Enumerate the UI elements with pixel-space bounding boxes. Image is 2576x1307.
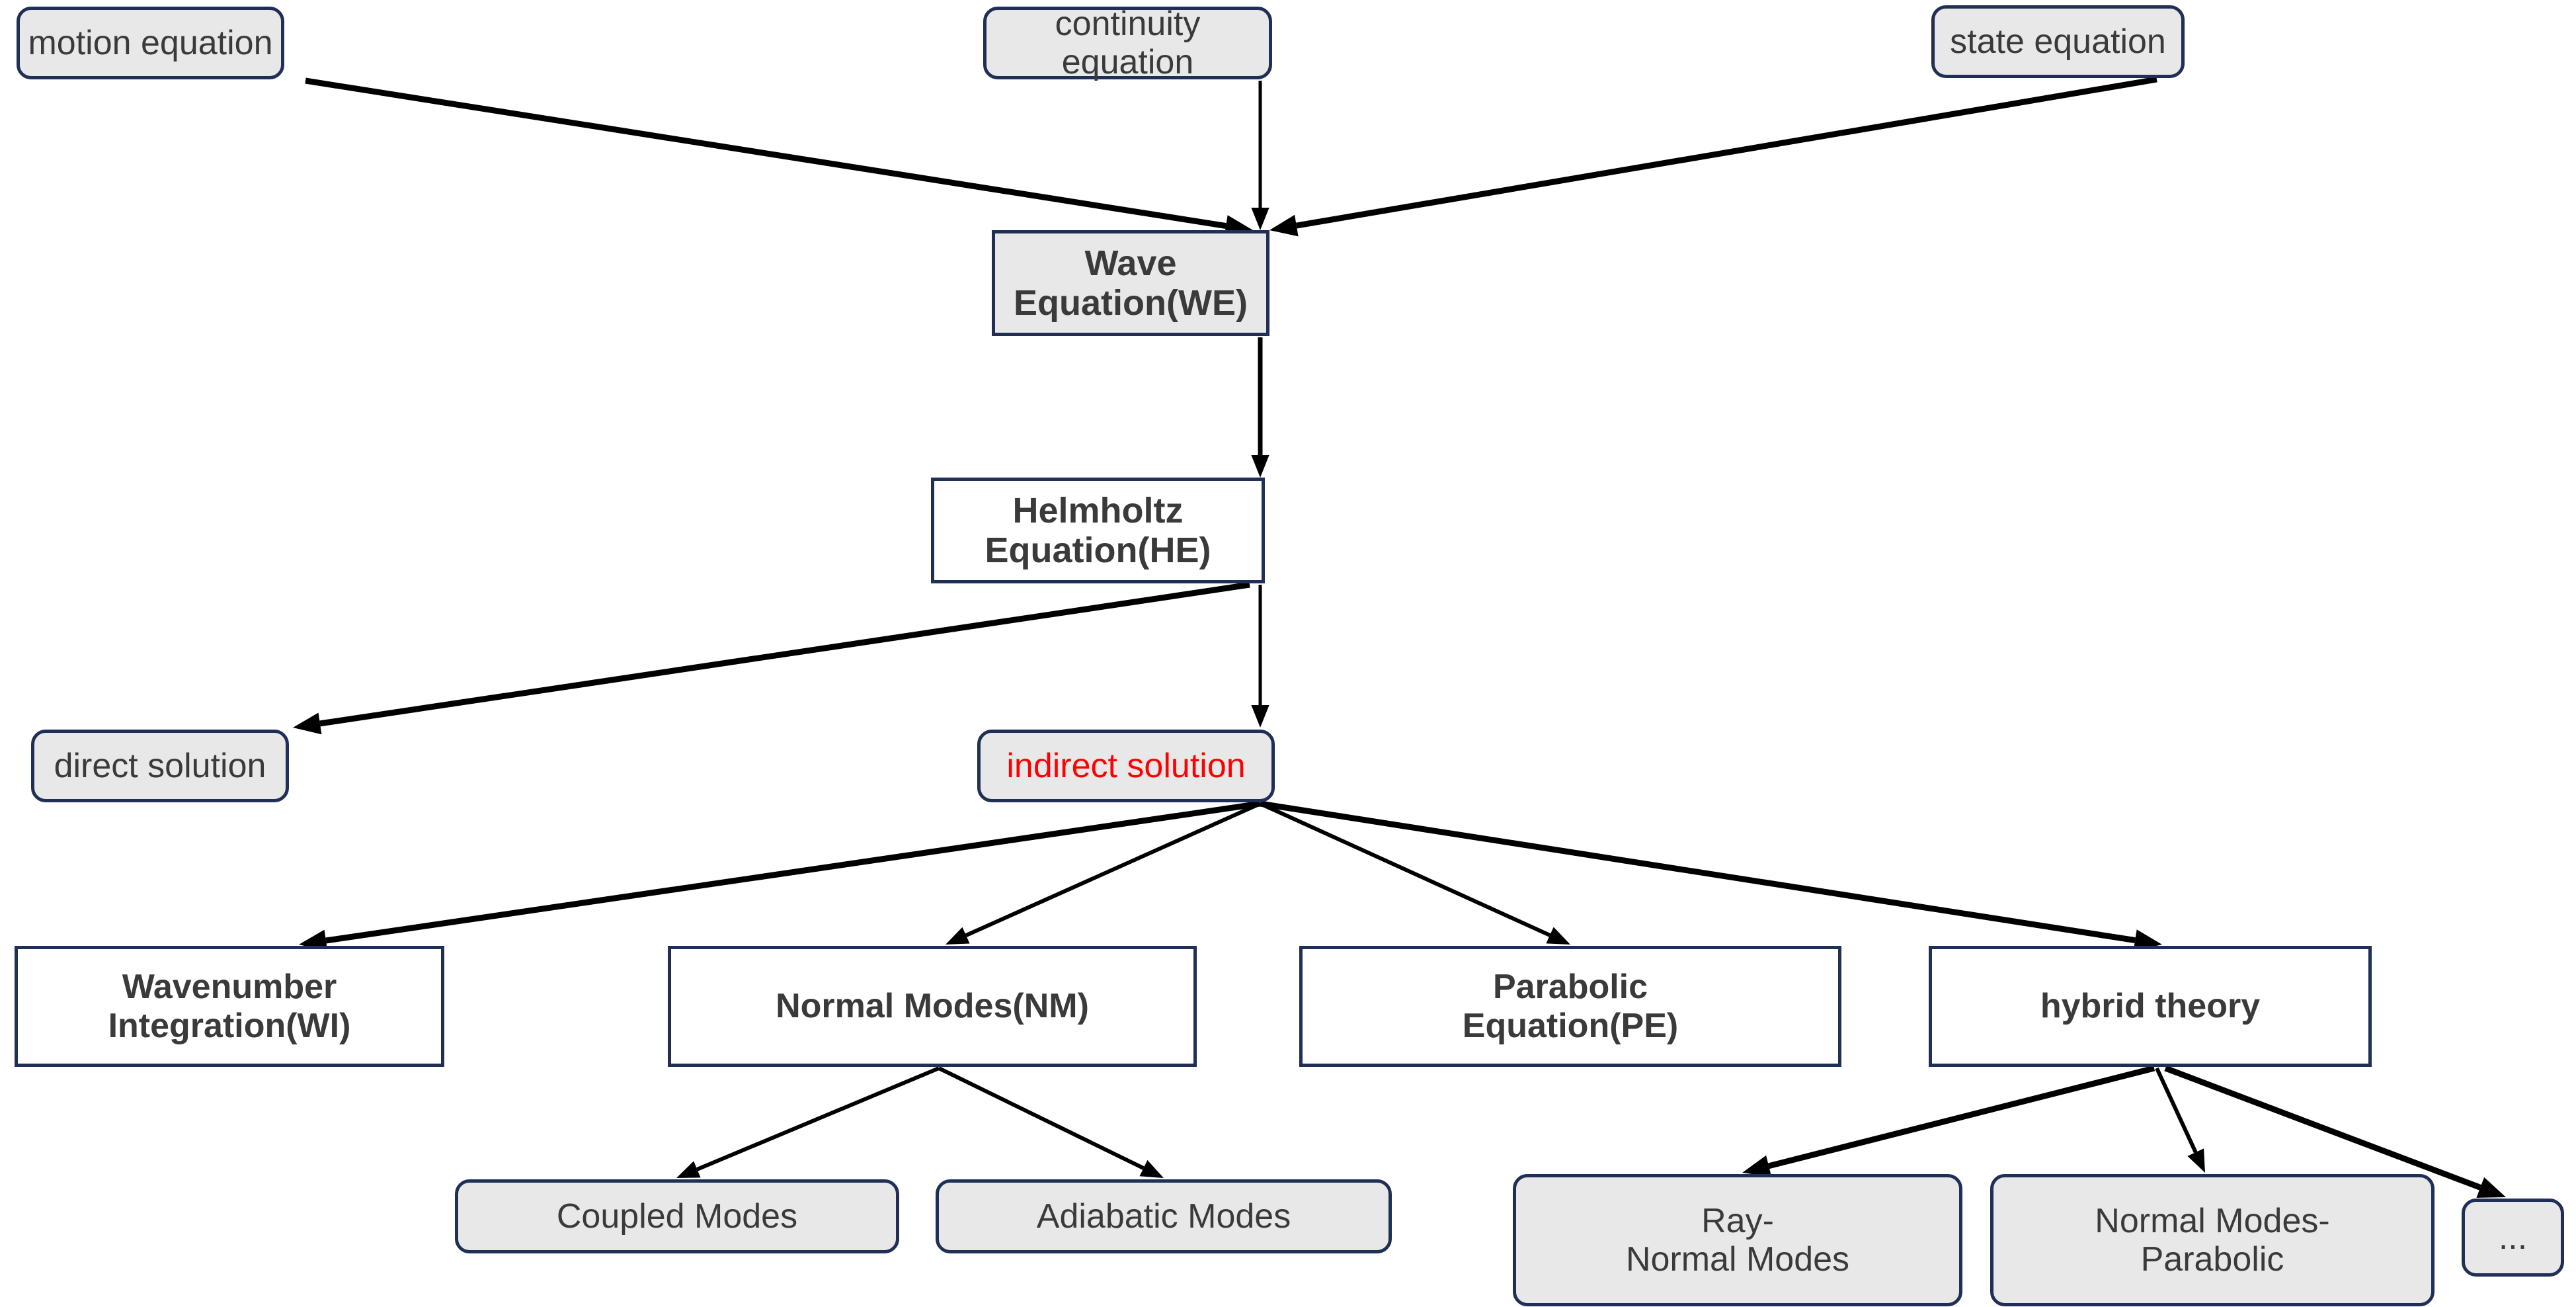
edge-nm-to-coupled: [676, 1066, 940, 1178]
node-parabolic-equation[interactable]: Parabolic Equation(PE): [1299, 946, 1841, 1067]
edge-indirect-to-hybrid: [1260, 800, 2162, 951]
node-label-wave-equation: Wave Equation(WE): [1014, 243, 1248, 323]
node-helmholtz-equation[interactable]: Helmholtz Equation(HE): [931, 478, 1265, 583]
node-label-helmholtz-equation: Helmholtz Equation(HE): [985, 490, 1211, 570]
node-state-equation[interactable]: state equation: [1931, 5, 2185, 78]
node-label-normal-modes: Normal Modes(NM): [776, 987, 1089, 1026]
node-label-continuity-equation: continuity equation: [1055, 4, 1201, 81]
node-label-motion-equation: motion equation: [28, 23, 273, 62]
node-label-hybrid-theory: hybrid theory: [2040, 987, 2261, 1026]
node-label-ellipsis: ...: [2498, 1218, 2528, 1257]
node-normal-modes[interactable]: Normal Modes(NM): [668, 946, 1197, 1067]
node-ellipsis[interactable]: ...: [2462, 1199, 2564, 1277]
node-normal-modes-parabolic[interactable]: Normal Modes- Parabolic: [1990, 1174, 2435, 1306]
node-adiabatic-modes[interactable]: Adiabatic Modes: [936, 1179, 1392, 1253]
node-label-ray-normal-modes: Ray- Normal Modes: [1625, 1201, 1850, 1279]
node-label-state-equation: state equation: [1950, 22, 2166, 61]
edge-continuity-to-wave: [1251, 81, 1269, 230]
edge-indirect-to-wi: [299, 800, 1261, 952]
edge-hybrid-to-nm-parabolic: [2155, 1067, 2205, 1173]
edge-motion-to-wave: [305, 77, 1253, 237]
node-motion-equation[interactable]: motion equation: [17, 7, 284, 79]
edge-indirect-to-pe: [1259, 802, 1570, 945]
node-label-adiabatic-modes: Adiabatic Modes: [1036, 1197, 1291, 1236]
node-hybrid-theory[interactable]: hybrid theory: [1929, 946, 2372, 1067]
node-label-coupled-modes: Coupled Modes: [556, 1197, 798, 1236]
node-coupled-modes[interactable]: Coupled Modes: [455, 1179, 899, 1253]
node-label-wavenumber-integration: Wavenumber Integration(WI): [108, 968, 351, 1045]
node-wavenumber-integration[interactable]: Wavenumber Integration(WI): [15, 946, 444, 1067]
edge-helmholtz-to-indirect: [1251, 585, 1269, 728]
edge-state-to-wave: [1269, 76, 2157, 237]
node-label-direct-solution: direct solution: [54, 746, 266, 785]
node-label-normal-modes-parabolic: Normal Modes- Parabolic: [2095, 1201, 2330, 1279]
edge-nm-to-adiabatic: [938, 1066, 1164, 1178]
edge-indirect-to-nm: [946, 802, 1262, 945]
node-direct-solution[interactable]: direct solution: [31, 730, 289, 802]
node-continuity-equation[interactable]: continuity equation: [983, 4, 1272, 81]
node-wave-equation[interactable]: Wave Equation(WE): [992, 230, 1269, 336]
edge-hybrid-to-ray-nm: [1742, 1065, 2155, 1177]
edge-wave-to-helmholtz: [1251, 337, 1269, 478]
node-label-indirect-solution: indirect solution: [1006, 746, 1246, 785]
node-label-parabolic-equation: Parabolic Equation(PE): [1462, 968, 1679, 1045]
edge-helmholtz-to-direct: [293, 581, 1250, 735]
node-indirect-solution[interactable]: indirect solution: [977, 730, 1275, 802]
node-ray-normal-modes[interactable]: Ray- Normal Modes: [1513, 1174, 1962, 1306]
